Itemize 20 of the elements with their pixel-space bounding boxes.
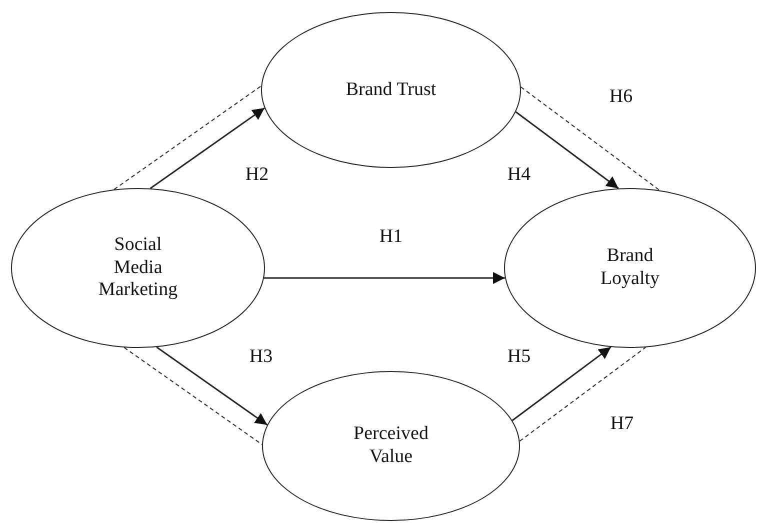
node-label: Brand Loyalty [599,245,661,291]
hypothesis-label: H1 [379,226,403,248]
arrow [150,107,265,189]
arrow [512,346,612,422]
node-label: Social Media Marketing [97,234,179,302]
node-label: Perceived Value [352,423,430,469]
dashed-line [520,86,660,191]
arrow [156,346,268,426]
arrow [515,111,619,189]
hypothesis-label: H4 [507,164,531,186]
hypothesis-label: H6 [609,86,633,108]
node-label: Brand Trust [346,78,436,102]
arrow [264,272,505,284]
hypothesis-label: H3 [249,346,273,368]
dashed-line [519,346,646,442]
dashed-line [124,347,263,446]
hypothesis-label: H2 [245,164,269,186]
hypothesis-label: H7 [610,413,634,435]
hypothesis-label: H5 [507,346,531,368]
dashed-line [114,85,262,190]
